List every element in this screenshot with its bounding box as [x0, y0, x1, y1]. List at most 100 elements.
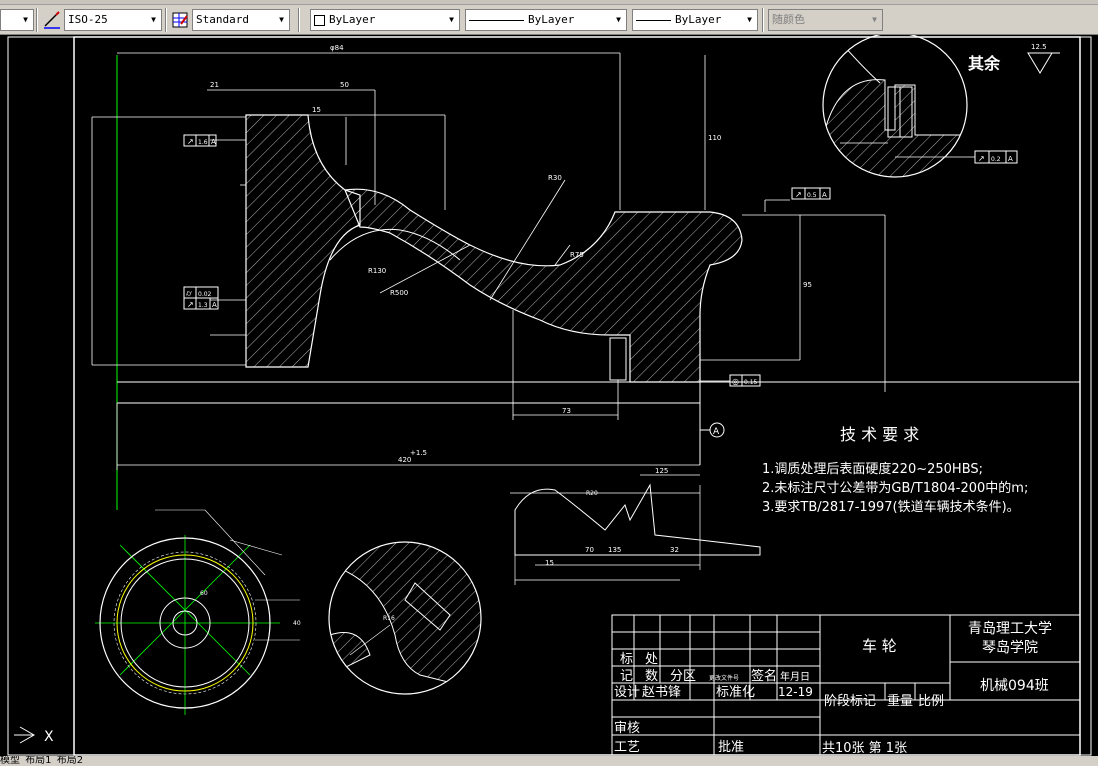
svg-text:A: A — [1008, 155, 1013, 163]
hub-section — [245, 114, 361, 368]
svg-text:0.5: 0.5 — [807, 192, 817, 199]
dim-r16: R16 — [383, 615, 395, 622]
dim-detail-135: 135 — [608, 546, 621, 554]
layout-tabs: 模型 布局1 布局2 — [0, 756, 1098, 766]
tb-fenqu: 分区 — [670, 669, 696, 684]
dimension-style-icon[interactable] — [42, 10, 62, 30]
dim-15: 15 — [312, 106, 321, 114]
plotstyle-control-select[interactable]: 随颜色 ▼ — [768, 9, 883, 31]
tech-req-3: 3.要求TB/2817-1997(铁道车辆技术条件)。 — [762, 499, 1020, 515]
tb-craft: 工艺 — [614, 740, 640, 755]
tb-class: 机械094班 — [980, 678, 1049, 694]
section-view: R16 — [328, 541, 482, 695]
datum-a-symbol: A — [700, 422, 725, 438]
tb-school-1: 青岛理工大学 — [968, 621, 1052, 637]
dimension-style-select[interactable]: ISO-25 ▼ — [64, 9, 162, 31]
chevron-down-icon[interactable]: ▼ — [611, 10, 626, 30]
svg-text:↗: ↗ — [187, 300, 194, 309]
tb-date-header: 年月日 — [780, 670, 810, 683]
table-style-icon[interactable] — [170, 10, 190, 30]
dim-r20: R20 — [586, 490, 598, 497]
tb-weight: 重量 — [887, 693, 913, 709]
tb-date: 12-19 — [778, 685, 813, 699]
chevron-down-icon[interactable]: ▼ — [742, 10, 757, 30]
tb-signature: 签名 — [751, 668, 777, 684]
table-style-select[interactable]: Standard ▼ — [192, 9, 290, 31]
front-view: 60 40 — [95, 509, 301, 715]
properties-toolbar: ▼ ISO-25 ▼ Standard ▼ ByLayer ▼ ByLayer … — [0, 0, 1098, 35]
tech-req-title: 技 术 要 求 — [840, 425, 919, 444]
svg-text:0.2: 0.2 — [991, 156, 1001, 163]
tab-layout-1[interactable]: 布局1 — [25, 756, 52, 766]
svg-text:A: A — [211, 138, 216, 146]
tb-part-name: 车 轮 — [862, 637, 897, 655]
svg-text:A: A — [822, 191, 827, 199]
dim-60: 60 — [200, 590, 208, 597]
dim-40: 40 — [293, 620, 301, 627]
svg-text:A: A — [212, 301, 217, 309]
svg-text:↗: ↗ — [795, 190, 802, 199]
dim-overall: 420 — [398, 456, 411, 464]
svg-text:⌭: ⌭ — [186, 289, 192, 298]
tb-standardize: 标准化 — [716, 685, 755, 700]
tb-designer: 赵书锋 — [642, 685, 681, 700]
tb-shu: 数 — [645, 669, 658, 684]
svg-text:◎: ◎ — [732, 377, 739, 386]
tb-chu: 处 — [645, 652, 658, 667]
linetype-control-value: ByLayer — [528, 13, 575, 26]
fcf-mid-left: ⌭ 0.02 ↗ 1.3 A — [183, 286, 219, 310]
tb-stage: 阶段标记 — [824, 694, 876, 709]
dim-detail-70: 70 — [585, 546, 594, 554]
svg-text:↗: ↗ — [187, 137, 194, 146]
roughness-symbol: 12.5 — [1027, 43, 1060, 74]
tb-review: 审核 — [614, 721, 640, 736]
toolbar-separator — [36, 8, 38, 32]
detail-view: ↗ 0.2 A 其余 12.5 — [822, 35, 1060, 178]
color-control-value: ByLayer — [329, 13, 376, 26]
lineweight-control-value: ByLayer — [675, 13, 722, 26]
ucs-x-label: X — [44, 729, 54, 745]
toolbar-top-strip — [0, 0, 1098, 5]
tab-model[interactable]: 模型 — [0, 756, 20, 766]
toolbar-separator — [298, 8, 300, 32]
svg-text:12.5: 12.5 — [1031, 43, 1047, 51]
dim-r30: R30 — [548, 174, 562, 182]
svg-text:0.02: 0.02 — [198, 291, 212, 298]
color-swatch-icon — [314, 14, 325, 26]
tb-approve: 批准 — [718, 740, 744, 755]
chevron-down-icon[interactable]: ▼ — [444, 10, 459, 30]
dim-r130: R130 — [368, 267, 386, 275]
svg-text:0.15: 0.15 — [744, 379, 758, 386]
svg-text:1.6: 1.6 — [198, 139, 208, 146]
chevron-down-icon[interactable]: ▼ — [867, 10, 882, 30]
other-label: 其余 — [968, 54, 1001, 73]
drawing-canvas[interactable]: φ84 50 21 15 110 73 95 420 +1.5 R130 R50… — [0, 35, 1098, 756]
previous-combo[interactable]: ▼ — [0, 9, 34, 31]
tb-scale: 比例 — [918, 694, 944, 709]
tech-req-1: 1.调质处理后表面硬度220~250HBS; — [762, 461, 983, 477]
tb-ji: 记 — [620, 669, 633, 684]
dim-r75: R75 — [570, 251, 584, 259]
toolbar-separator — [165, 8, 167, 32]
linetype-sample-icon — [469, 19, 524, 21]
linetype-control-select[interactable]: ByLayer ▼ — [465, 9, 627, 31]
inner-frame — [73, 36, 1081, 756]
title-block — [611, 614, 1081, 756]
chevron-down-icon[interactable]: ▼ — [146, 10, 161, 30]
toolbar-separator — [762, 8, 764, 32]
tb-school-2: 琴岛学院 — [982, 640, 1038, 656]
lineweight-sample-icon — [636, 19, 671, 21]
lineweight-control-select[interactable]: ByLayer ▼ — [632, 9, 758, 31]
fcf-top-right: ↗ 0.5 A — [791, 187, 831, 200]
color-control-select[interactable]: ByLayer ▼ — [310, 9, 460, 31]
table-style-value: Standard — [196, 13, 249, 26]
chevron-down-icon[interactable]: ▼ — [274, 10, 289, 30]
dimension-style-value: ISO-25 — [68, 13, 108, 26]
chevron-down-icon[interactable]: ▼ — [18, 10, 33, 30]
svg-text:A: A — [713, 427, 720, 437]
rim-profile-detail: 135 70 32 15 125 R20 — [510, 467, 761, 585]
dim-21: 21 — [210, 81, 219, 89]
dim-overall-tol: +1.5 — [410, 449, 427, 457]
tab-layout-2[interactable]: 布局2 — [56, 756, 84, 766]
dim-detail-125: 125 — [655, 467, 668, 475]
